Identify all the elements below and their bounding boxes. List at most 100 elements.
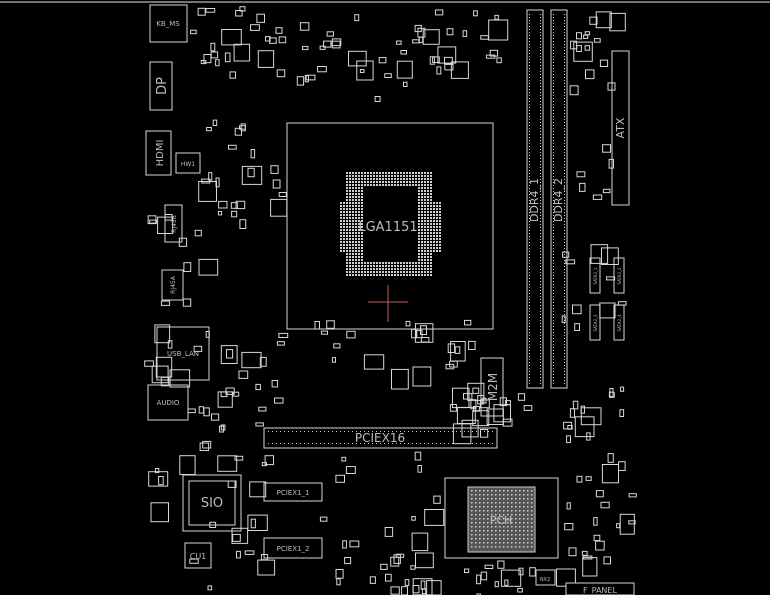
pad xyxy=(235,10,243,17)
pad xyxy=(358,241,360,243)
pad xyxy=(359,69,365,73)
pad xyxy=(439,244,441,246)
component-sio[interactable]: SIO xyxy=(182,474,242,532)
component-dp[interactable]: DP xyxy=(149,61,173,111)
pad xyxy=(553,311,554,312)
pad xyxy=(553,224,554,225)
pad xyxy=(343,229,345,231)
pad xyxy=(424,509,445,526)
pad xyxy=(499,522,501,524)
pad xyxy=(475,494,477,496)
component-audio[interactable]: AUDIO xyxy=(147,384,189,421)
pad xyxy=(346,274,348,276)
pad xyxy=(553,347,554,348)
pad xyxy=(487,518,489,520)
pad xyxy=(553,110,554,111)
pad xyxy=(529,206,530,207)
pad xyxy=(540,155,541,156)
pad xyxy=(439,205,441,207)
pad xyxy=(340,226,342,228)
component-hdmi[interactable]: HDMI xyxy=(145,130,172,176)
pad xyxy=(356,443,357,444)
pad xyxy=(553,38,554,39)
component-cpu-socket[interactable]: LGA1151 xyxy=(286,122,494,330)
component-sata3-1[interactable]: SATA3_1 xyxy=(589,257,601,294)
component-atx[interactable]: ATX xyxy=(611,50,630,206)
pad xyxy=(503,510,505,512)
pad xyxy=(352,271,354,273)
pad xyxy=(421,190,423,192)
pad xyxy=(590,244,609,264)
pad xyxy=(479,494,481,496)
pad xyxy=(430,223,432,225)
pad xyxy=(529,110,530,111)
pad xyxy=(540,50,541,51)
pad xyxy=(564,236,565,237)
component-pch[interactable]: PCH xyxy=(444,477,559,559)
component-sata3-4[interactable]: SATA3_4 xyxy=(613,304,625,341)
pad xyxy=(564,260,565,261)
pad xyxy=(540,374,541,375)
component-sata3-3[interactable]: SATA3_3 xyxy=(589,304,601,341)
pad xyxy=(340,217,342,219)
pad xyxy=(234,127,242,136)
pad xyxy=(424,205,426,207)
pad xyxy=(336,431,337,432)
pad xyxy=(515,542,517,544)
pad xyxy=(483,494,485,496)
pad xyxy=(348,50,367,67)
pad xyxy=(540,341,541,342)
component-pciex1-1[interactable]: PCIEX1_1 xyxy=(263,482,323,502)
component-rj45a[interactable]: RJ45A xyxy=(161,269,184,301)
pad xyxy=(352,247,354,249)
pad xyxy=(529,233,530,234)
component-nx2[interactable]: NX2 xyxy=(535,569,556,586)
pad xyxy=(190,29,197,35)
pad xyxy=(391,274,393,276)
pad xyxy=(340,241,342,243)
pad xyxy=(553,215,554,216)
pad xyxy=(427,205,429,207)
pad xyxy=(564,41,565,42)
pad xyxy=(257,559,276,576)
pad xyxy=(553,107,554,108)
pad xyxy=(580,407,602,426)
component-pciex16[interactable]: PCIEX16 xyxy=(263,427,498,449)
component-rj45b[interactable]: RJ45B xyxy=(164,204,183,243)
pad xyxy=(446,28,454,36)
pad xyxy=(483,502,485,504)
pad xyxy=(553,290,554,291)
pad xyxy=(553,374,554,375)
pad xyxy=(433,205,435,207)
component-sata3-2[interactable]: SATA3_2 xyxy=(613,257,625,294)
component-usb-lan[interactable]: USB_LAN xyxy=(156,326,210,381)
component-kb-ms[interactable]: KB_MS xyxy=(149,4,188,43)
component-f-panel[interactable]: F_PANEL xyxy=(565,582,635,595)
pad xyxy=(349,540,360,548)
pad xyxy=(553,128,554,129)
pad xyxy=(403,181,405,183)
pad xyxy=(564,365,565,366)
pad xyxy=(409,178,411,180)
pad xyxy=(564,113,565,114)
component-cu1[interactable]: CU1 xyxy=(184,542,212,569)
pad xyxy=(471,542,473,544)
pad xyxy=(349,181,351,183)
pad xyxy=(352,265,354,267)
pad xyxy=(376,184,378,186)
pad xyxy=(355,184,357,186)
component-pciex1-2[interactable]: PCIEX1_2 xyxy=(263,537,323,559)
pad xyxy=(564,188,565,189)
pad xyxy=(576,171,586,178)
pad xyxy=(553,332,554,333)
component-ddr4-2[interactable]: DDR4_2 xyxy=(550,9,568,389)
pad xyxy=(564,152,565,153)
pad xyxy=(529,287,530,288)
component-ddr4-1[interactable]: DDR4_1 xyxy=(526,9,544,389)
pad xyxy=(484,431,485,432)
component-hw1[interactable]: HW1 xyxy=(175,152,201,174)
pad xyxy=(355,238,357,240)
component-m2m[interactable]: M2M xyxy=(480,357,504,417)
pad xyxy=(553,368,554,369)
